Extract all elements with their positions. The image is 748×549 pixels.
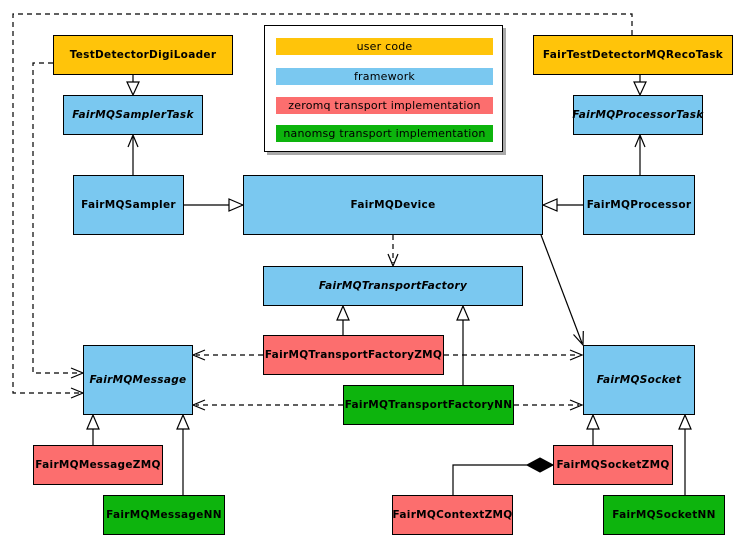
legend-item-nanomsg: nanomsg transport implementation: [276, 125, 493, 142]
node-label: FairMQContextZMQ: [392, 509, 513, 521]
node-label: FairMQSocketZMQ: [556, 459, 670, 471]
node-fairmqmessage: FairMQMessage: [83, 345, 193, 415]
node-label: FairMQProcessor: [586, 199, 692, 211]
edge-messagenn-to-message: [176, 413, 190, 495]
legend-item-framework: framework: [276, 68, 493, 85]
edge-sampler-to-samplertask: [127, 133, 139, 175]
legend-label: framework: [353, 70, 416, 83]
edge-device-to-socket: [540, 234, 584, 347]
node-label: FairTestDetectorMQRecoTask: [542, 49, 724, 61]
node-label: FairMQMessage: [89, 374, 187, 386]
node-label: FairMQSamplerTask: [72, 109, 194, 121]
node-label: TestDetectorDigiLoader: [69, 49, 217, 61]
node-label: FairMQTransportFactoryNN: [344, 399, 513, 411]
legend: user code framework zeromq transport imp…: [264, 25, 503, 152]
legend-item-user-code: user code: [276, 38, 493, 55]
node-fairmqsampler: FairMQSampler: [73, 175, 184, 235]
arrowhead-open-message-right-upper: [191, 349, 206, 361]
node-fairtestdetectormqrecotask: FairTestDetectorMQRecoTask: [533, 35, 733, 75]
edge-processor-to-device: [541, 198, 583, 212]
node-fairmqmessagezmq: FairMQMessageZMQ: [33, 445, 163, 485]
edge-contextzmq-to-socketzmq-composition: [452, 457, 555, 495]
legend-label: nanomsg transport implementation: [283, 127, 486, 140]
arrowhead-open-socket-left-lower: [569, 399, 584, 411]
node-fairmqtransportfactorynn: FairMQTransportFactoryNN: [343, 385, 514, 425]
edge-socketzmq-to-socket: [586, 413, 600, 445]
node-label: FairMQMessageZMQ: [35, 459, 161, 471]
edge-messagezmq-to-message: [86, 413, 100, 445]
legend-label: zeromq transport implementation: [288, 99, 481, 112]
node-fairmqprocessor: FairMQProcessor: [583, 175, 695, 235]
node-label: FairMQSocket: [596, 374, 682, 386]
edge-digiloader-to-message-dashed: [32, 62, 80, 374]
node-fairmqprocessortask: FairMQProcessorTask: [572, 95, 704, 135]
node-label: FairMQDevice: [350, 199, 436, 211]
node-testdetectordigiloader: TestDetectorDigiLoader: [53, 35, 233, 75]
node-fairmqmessagenn: FairMQMessageNN: [103, 495, 225, 535]
node-fairmqsocket: FairMQSocket: [583, 345, 695, 415]
edge-socketnn-to-socket: [678, 413, 692, 495]
arrowhead-open-message-right-lower: [191, 399, 206, 411]
edge-factorynn-to-factory: [456, 304, 470, 385]
legend-label: user code: [356, 40, 413, 53]
node-label: FairMQSampler: [81, 199, 176, 211]
edge-recotask-to-processortask: [633, 75, 647, 97]
edge-recotask-to-message-dashed: [12, 13, 633, 394]
arrowhead-open-socket-left-upper: [569, 349, 584, 361]
node-fairmqdevice: FairMQDevice: [243, 175, 543, 235]
edge-factoryzmq-to-factory: [336, 304, 350, 335]
node-fairmqsamplertask: FairMQSamplerTask: [63, 95, 203, 135]
edge-digiloader-to-samplertask: [126, 75, 140, 97]
node-label: FairMQMessageNN: [106, 509, 222, 521]
node-label: FairMQTransportFactory: [318, 280, 468, 292]
node-label: FairMQSocketNN: [612, 509, 716, 521]
node-fairmqcontextzmq: FairMQContextZMQ: [392, 495, 513, 535]
legend-item-zeromq: zeromq transport implementation: [276, 97, 493, 114]
node-fairmqtransportfactoryzmq: FairMQTransportFactoryZMQ: [263, 335, 444, 375]
node-label: FairMQTransportFactoryZMQ: [264, 349, 443, 361]
node-fairmqsocketnn: FairMQSocketNN: [603, 495, 725, 535]
edge-processor-to-processortask: [634, 133, 646, 175]
node-fairmqsocketzmq: FairMQSocketZMQ: [553, 445, 673, 485]
edge-sampler-to-device: [184, 198, 245, 212]
node-fairmqtransportfactory: FairMQTransportFactory: [263, 266, 523, 306]
node-label: FairMQProcessorTask: [572, 109, 704, 121]
